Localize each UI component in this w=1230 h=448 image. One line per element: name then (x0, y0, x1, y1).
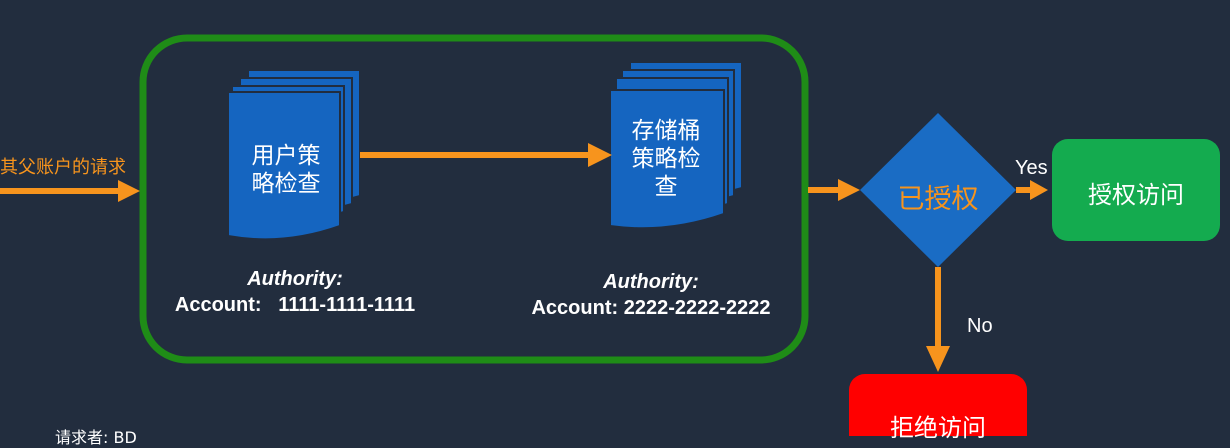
bucket-policy-label: 存储桶 策略检 查 (610, 117, 722, 201)
bucket-policy-authority: Authority: Account: 2222-2222-2222 (510, 269, 792, 321)
policy-check-group (139, 34, 809, 364)
authorized-decision-label: 已授权 (897, 184, 979, 215)
incoming-arrow (0, 180, 140, 202)
user-policy-label-line2: 略检查 (251, 171, 321, 197)
no-label: No (967, 315, 993, 337)
user-policy-authority-title: Authority: (247, 268, 343, 290)
incoming-request-label: 其父账户的请求 (0, 157, 126, 178)
user-policy-account: Account: 1111-1111-1111 (174, 294, 416, 316)
yes-label: Yes (1015, 157, 1048, 179)
diagram-canvas (0, 34, 1220, 436)
grant-access-label: 授权访问 (1088, 181, 1184, 209)
requester-label: 请求者: BD (55, 428, 137, 447)
deny-access-label: 拒绝访问 (890, 414, 986, 442)
user-policy-label-line1: 用户策 (251, 143, 321, 169)
bucket-policy-account: Account: 2222-2222-2222 (531, 297, 771, 319)
no-arrow (926, 267, 950, 372)
authorized-decision-diamond (860, 113, 1016, 267)
bucket-policy-label-line3: 查 (654, 174, 678, 200)
user-policy-label: 用户策 略检查 (232, 142, 340, 198)
bucket-policy-authority-title: Authority: (603, 271, 699, 293)
user-policy-authority: Authority: Account: 1111-1111-1111 (150, 266, 440, 318)
user-to-bucket-arrow (360, 143, 612, 167)
bucket-policy-label-line1: 存储桶 (631, 118, 701, 144)
bucket-policy-document-icon (609, 61, 743, 230)
grant-access-box (1052, 139, 1220, 241)
user-policy-document-icon (227, 69, 361, 241)
group-to-decision-arrow (808, 179, 860, 201)
bucket-policy-label-line2: 策略检 (631, 146, 701, 172)
yes-arrow (1016, 180, 1048, 200)
deny-access-box (849, 374, 1027, 436)
